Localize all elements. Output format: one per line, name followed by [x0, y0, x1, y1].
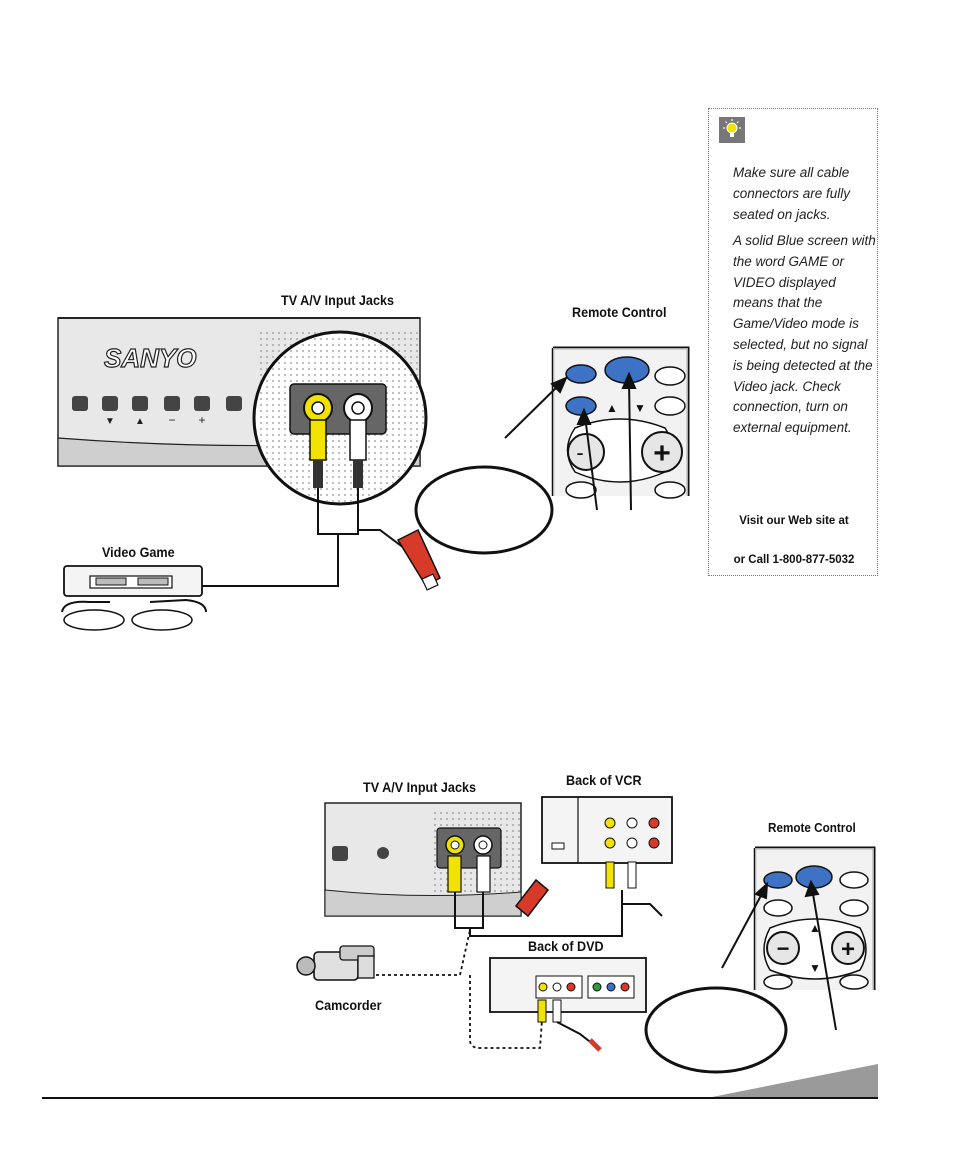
- svg-text:▼: ▼: [809, 961, 821, 975]
- back-of-vcr-label: Back of VCR: [566, 772, 642, 788]
- svg-text:−: −: [168, 413, 175, 427]
- svg-text:▲: ▲: [606, 401, 618, 415]
- dvd-back: [489, 957, 647, 1052]
- camcorder-icon: [296, 945, 375, 981]
- svg-text:+: +: [841, 936, 855, 963]
- back-of-dvd-label: Back of DVD: [528, 938, 604, 954]
- tv-av-jacks-label: TV A/V Input Jacks: [281, 292, 394, 308]
- remote-control-top: + - ▲ ▼: [551, 346, 690, 499]
- svg-text:−: −: [777, 936, 790, 961]
- remote-control-label: Remote Control: [572, 304, 667, 320]
- remote-control-label-bottom: Remote Control: [768, 820, 856, 835]
- tip-paragraph-1: Make sure all cable connectors are fully…: [733, 165, 851, 222]
- video-game-label: Video Game: [102, 544, 175, 560]
- corner-tab: [712, 1064, 878, 1097]
- svg-text:+: +: [653, 437, 671, 470]
- tv-back-panel-bottom: [324, 802, 522, 917]
- svg-text:▼: ▼: [105, 416, 115, 427]
- tip-paragraph-2: A solid Blue screen with the word GAME o…: [733, 233, 876, 436]
- brand-text: SANYO: [104, 343, 196, 373]
- tv-front-buttons: ▼ ▲ − +: [72, 396, 242, 427]
- remote-arrows-bottom: [721, 879, 837, 1031]
- svg-text:+: +: [198, 413, 205, 427]
- callout-ellipse-bottom: [644, 986, 788, 1074]
- tip-web-text: Visit our Web site at: [739, 515, 849, 527]
- tv-av-jacks-label-bottom: TV A/V Input Jacks: [363, 779, 476, 795]
- svg-text:▲: ▲: [135, 416, 145, 427]
- callout-ellipse: [414, 465, 554, 555]
- svg-text:▲: ▲: [809, 921, 821, 935]
- camcorder-label: Camcorder: [315, 997, 382, 1013]
- remote-arrows-top: [504, 371, 637, 511]
- video-game-console: [61, 565, 207, 631]
- red-plug-top: [396, 528, 441, 591]
- jack-magnifier: [252, 330, 428, 506]
- tip-phone-text: or Call 1-800-877-5032: [733, 554, 855, 566]
- vcr-back: [541, 796, 673, 889]
- svg-text:-: -: [576, 440, 583, 465]
- tip-box: Make sure all cable connectors are fully…: [708, 108, 878, 576]
- remote-control-bottom: − + ▲ ▼: [753, 846, 876, 990]
- brand-logo: SANYO: [103, 342, 197, 373]
- red-plug-bottom: [514, 878, 550, 918]
- lightbulb-icon: [719, 117, 745, 143]
- cables-top: [200, 488, 405, 587]
- dotted-cables: [370, 929, 543, 1049]
- svg-text:▼: ▼: [634, 401, 646, 415]
